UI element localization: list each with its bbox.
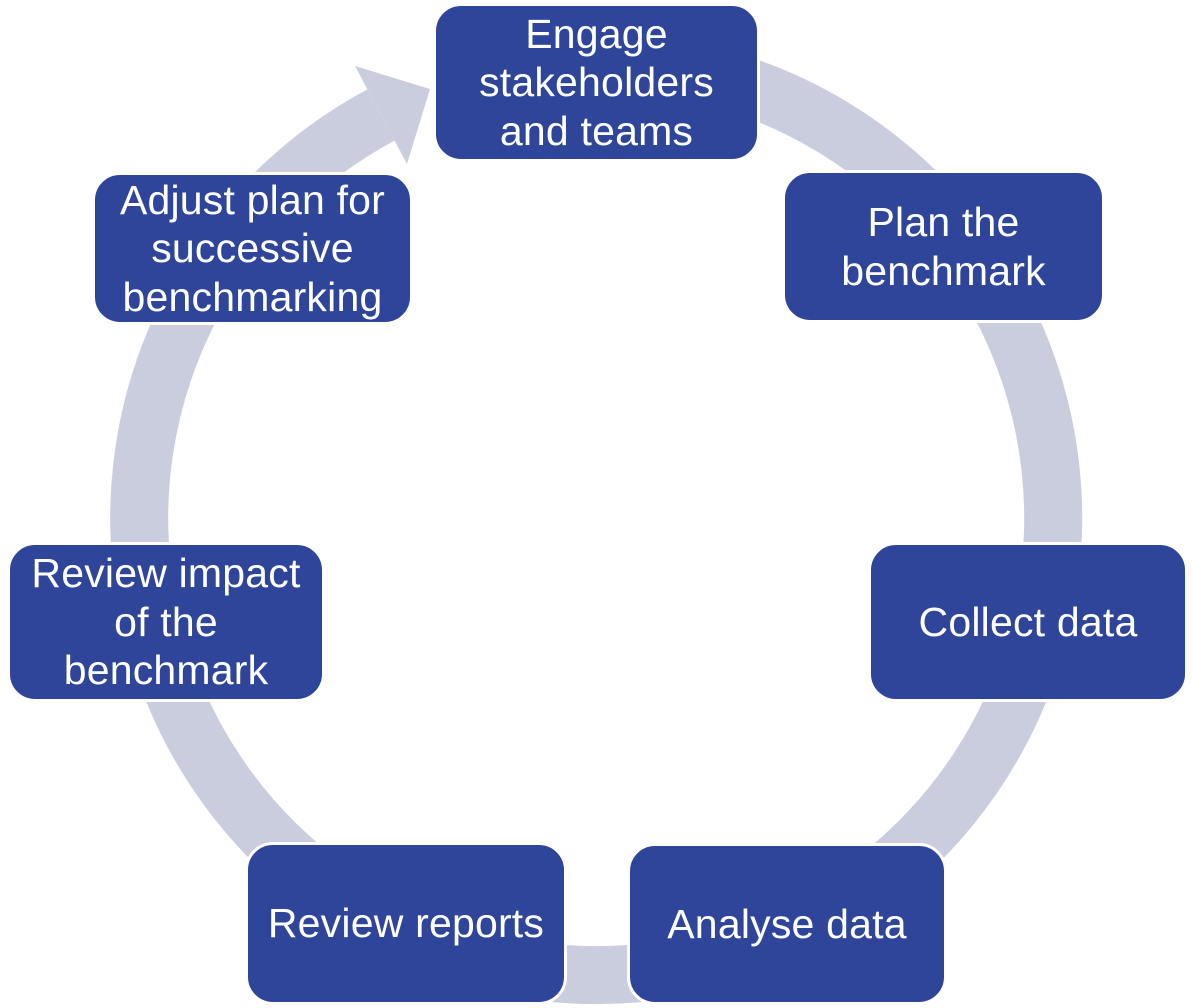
step-review-impact: Review impact of the benchmark	[7, 542, 325, 702]
cycle-arrowhead-icon	[355, 66, 430, 164]
step-analyse-data: Analyse data	[627, 843, 947, 1005]
step-adjust-plan: Adjust plan for successive benchmarking	[92, 172, 413, 325]
step-review-reports: Review reports	[245, 842, 567, 1005]
step-collect-data: Collect data	[868, 542, 1188, 702]
step-plan-benchmark: Plan the benchmark	[782, 170, 1105, 323]
step-engage-stakeholders: Engage stakeholders and teams	[433, 3, 760, 162]
